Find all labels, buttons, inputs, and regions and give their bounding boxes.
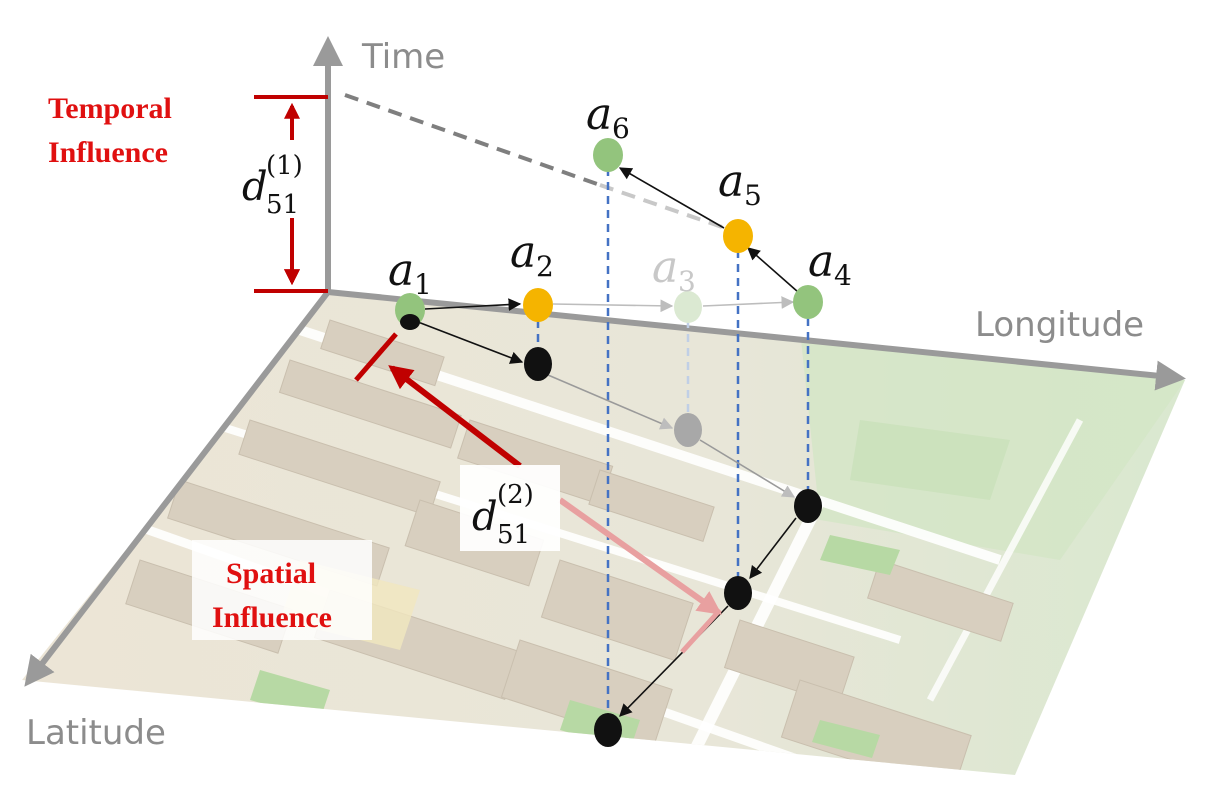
map-node-a6: [594, 713, 622, 747]
map-node-a2: [524, 347, 552, 381]
map-node-a4: [794, 489, 822, 523]
svg-text:d: d: [242, 164, 268, 210]
map-node-a3: [674, 413, 702, 447]
spatial-label-line-1: Spatial: [226, 557, 316, 590]
time-projection-line: [344, 93, 601, 187]
node-a2: [523, 288, 553, 322]
latitude-axis-label: Latitude: [26, 713, 166, 753]
longitude-axis-label: Longitude: [975, 305, 1144, 345]
label-a5: a5: [718, 156, 762, 212]
temporal-influence-label: Temporal Influence: [48, 92, 179, 169]
label-a4: a4: [808, 236, 852, 292]
spatial-influence-arrow: [354, 332, 722, 654]
node-a4: [793, 285, 823, 319]
label-a3: a3: [652, 242, 696, 298]
node-labels: a1 a2 a3 a4 a5 a6: [388, 89, 852, 301]
lower-trajectory: [417, 321, 797, 717]
time-axis-label: Time: [361, 37, 445, 77]
temporal-distance-backdrop: [236, 140, 324, 218]
label-a6: a6: [586, 89, 630, 145]
svg-text:51: 51: [497, 520, 530, 550]
spatial-label-backdrop: [192, 540, 372, 640]
spatial-distance-label: d 51 (2): [472, 480, 534, 550]
latitude-axis: [24, 290, 331, 687]
temporal-distance-label: d 51 (1): [242, 151, 303, 220]
spatial-influence-label: Spatial Influence: [212, 557, 332, 634]
svg-text:51: 51: [266, 190, 299, 220]
temporal-label-line-2: Influence: [48, 136, 168, 169]
time-projection-line-faded: [599, 183, 726, 230]
projection-lines: [536, 168, 810, 728]
spatial-label-line-2: Influence: [212, 601, 332, 634]
upper-nodes: [395, 138, 823, 327]
svg-text:(1): (1): [266, 151, 303, 181]
lower-nodes: [400, 314, 822, 747]
label-a2: a2: [510, 227, 554, 283]
upper-trajectory: [424, 167, 799, 313]
svg-text:(2): (2): [497, 480, 534, 510]
temporal-label-line-1: Temporal: [48, 92, 172, 125]
map-node-a5: [724, 576, 752, 610]
label-a1: a1: [388, 245, 432, 301]
node-a3: [674, 291, 702, 323]
node-a5: [723, 219, 753, 253]
spatial-distance-backdrop: [460, 465, 560, 551]
map-node-a1: [400, 314, 420, 330]
node-a6: [593, 138, 623, 172]
svg-text:d: d: [472, 494, 498, 540]
